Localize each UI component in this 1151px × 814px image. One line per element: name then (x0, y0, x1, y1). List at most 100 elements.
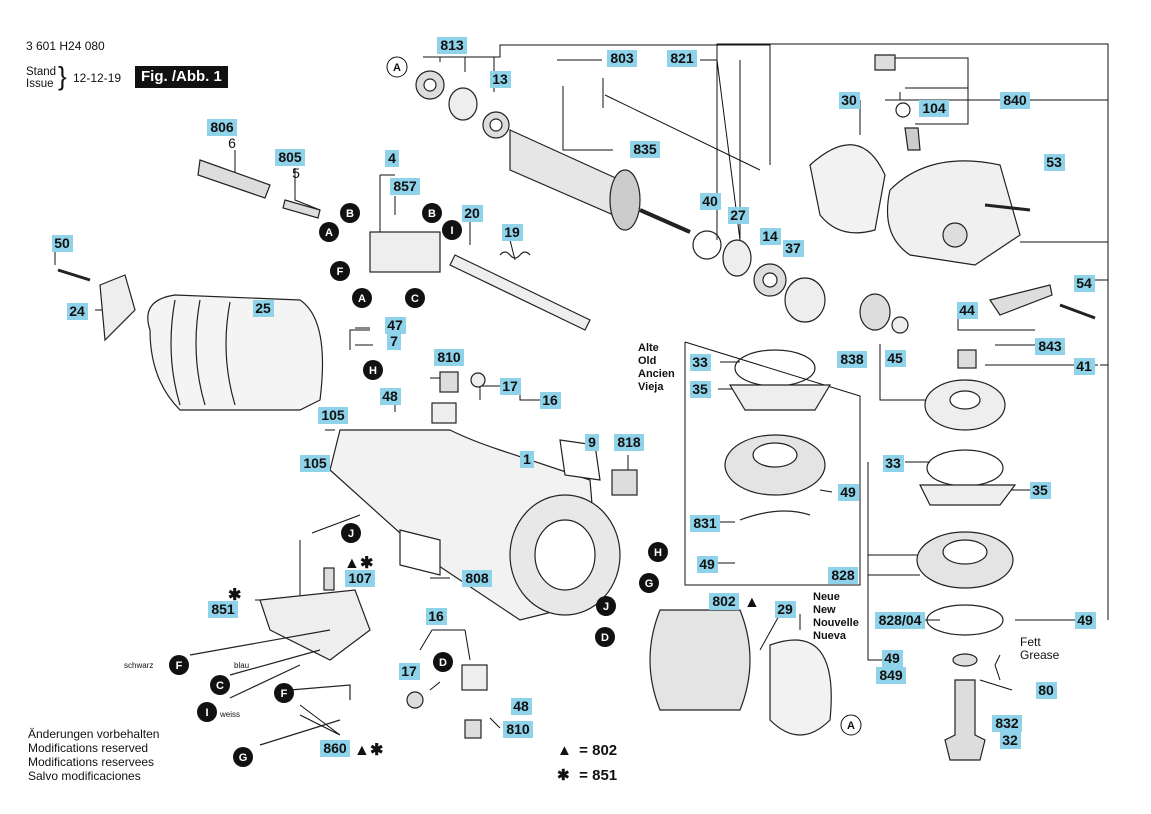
part-label: 40 (700, 193, 721, 210)
triangle-marker-icon: ▲ (344, 555, 360, 572)
callout-a-bottom: A (840, 714, 862, 736)
part-label: 41 (1074, 358, 1095, 375)
part-number: 828 (831, 567, 855, 583)
gear-head (886, 160, 1021, 266)
part-number: 806 (210, 119, 234, 135)
part-number: 24 (69, 303, 85, 319)
new-label: New (813, 604, 836, 616)
part-number: 16 (542, 392, 558, 408)
callout-letter: B (428, 208, 436, 220)
part-label: 860 (320, 740, 350, 757)
triangle-marker-icon: ▲ (744, 594, 760, 611)
callout-d-2: D (595, 627, 615, 647)
callout-letter: G (239, 752, 248, 764)
new-label: Nouvelle (813, 617, 859, 629)
old-label: Vieja (638, 381, 664, 393)
part-label: 33 (690, 354, 711, 371)
callout-j-1: J (341, 523, 361, 543)
old-clip (739, 510, 811, 521)
part-label: 1 (520, 451, 534, 468)
part-number: 840 (1003, 92, 1027, 108)
callout-letter: I (450, 225, 453, 237)
part-label: 840 (1000, 92, 1030, 109)
part-label: 806 (207, 119, 237, 136)
callout-letter: H (369, 365, 377, 377)
part-number: 25 (255, 300, 271, 316)
parts-illustration (57, 54, 1096, 761)
part-number: 45 (887, 350, 903, 366)
part-number: 14 (762, 228, 778, 244)
part-number: 49 (699, 556, 715, 572)
part-number: 17 (401, 663, 417, 679)
part-number: 13 (492, 71, 508, 87)
part-number: 835 (633, 141, 657, 157)
wires (189, 629, 331, 699)
grease-note: Fett (1020, 635, 1041, 649)
stator (649, 609, 751, 711)
part-number: 49 (840, 484, 856, 500)
part-label: 808 (462, 570, 492, 587)
part-label: 818 (614, 434, 644, 451)
callout-i-2: I (197, 702, 217, 722)
wire-color-label: schwarz (124, 661, 154, 670)
callout-a-2: A (352, 288, 372, 308)
brush-holder-top (431, 402, 457, 424)
callout-letter: J (348, 528, 354, 540)
part-number: 32 (1002, 732, 1018, 748)
legend-row: ▲ = 802 (557, 742, 617, 759)
part-label: 49 (697, 556, 718, 573)
callout-j-2: J (596, 596, 616, 616)
asterisk-marker-icon: ✱ (228, 587, 241, 604)
gasket-35 (919, 484, 1017, 506)
fan-baffle (769, 639, 832, 736)
part-number: 838 (840, 351, 864, 367)
part-number: 4 (388, 150, 396, 166)
callout-g-1: G (233, 747, 253, 767)
disclaimer-line: Modifications reserved (28, 741, 149, 755)
part-label: 813 (437, 37, 467, 54)
part-number-plain: 6 (228, 135, 236, 151)
part-number: 810 (437, 349, 461, 365)
part-number: 860 (323, 740, 347, 756)
part-label: 19 (502, 224, 523, 241)
part-number: 50 (54, 235, 70, 251)
part-label: 838 (837, 351, 867, 368)
spindle (944, 679, 986, 761)
part-label: 33 (883, 455, 904, 472)
disclaimer-line: Salvo modificaciones (28, 769, 141, 783)
part-number: 17 (502, 378, 518, 394)
disclaimer-line: Änderungen vorbehalten (28, 727, 160, 741)
brush-holder (461, 664, 488, 691)
callout-letter: B (346, 208, 354, 220)
part-number: 49 (1077, 612, 1093, 628)
old-label: Ancien (638, 368, 675, 380)
part-number: 29 (777, 601, 793, 617)
part-label: 803 (607, 50, 637, 67)
brace: } (58, 61, 67, 91)
screw-53 (984, 203, 1031, 212)
part-label: 27 (728, 207, 749, 224)
new-label: Neue (813, 591, 840, 603)
part-number: 19 (504, 224, 520, 240)
part-label: 832 (992, 715, 1022, 732)
spindle-lock (904, 127, 921, 151)
part-label: 32 (1000, 732, 1021, 749)
bearing-sleeve (448, 87, 478, 121)
spring (499, 251, 531, 259)
part-label: 47 (385, 317, 406, 334)
part-number: 810 (506, 721, 530, 737)
part-number: 35 (1032, 482, 1048, 498)
callout-letter: G (645, 578, 654, 590)
bearing-flange-37 (784, 277, 826, 323)
part-label: 810 (434, 349, 464, 366)
brush-spring (406, 691, 424, 709)
part-label: 104 (919, 100, 949, 117)
callout-letter: D (439, 657, 447, 669)
pinion (859, 293, 891, 331)
callout-f-2: F (169, 655, 189, 675)
new-label: Nueva (813, 630, 847, 642)
part-label: 48 (380, 388, 401, 405)
washer-80 (952, 653, 978, 667)
circlip-40 (692, 230, 722, 260)
part-number: 48 (382, 388, 398, 404)
